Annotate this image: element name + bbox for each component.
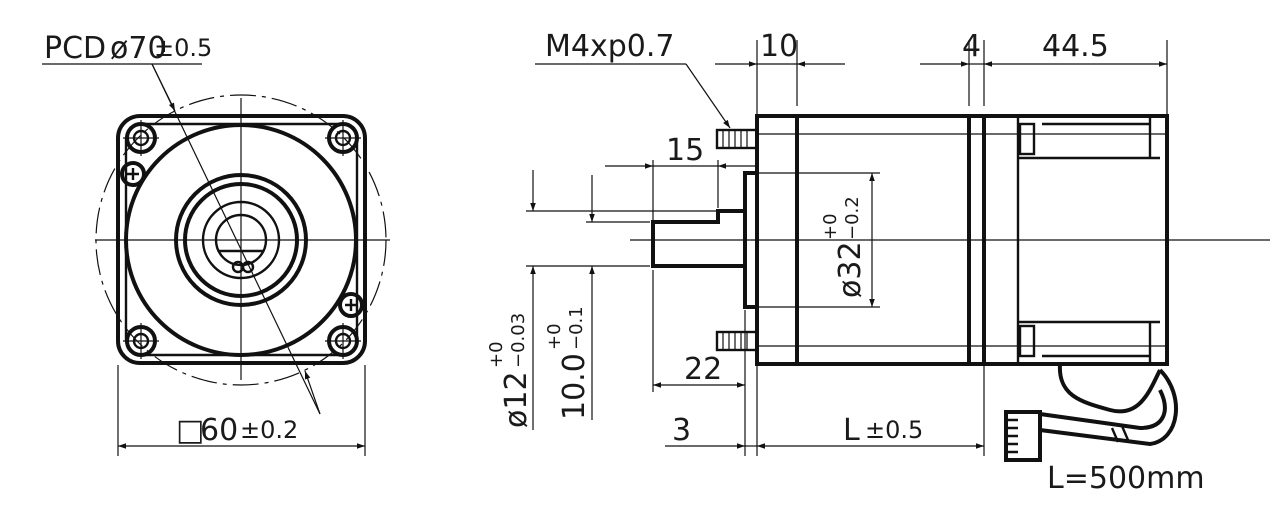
- mounting-hole-bottom-left: [123, 323, 159, 359]
- front-shaft-circle: [214, 213, 268, 267]
- pcd-circle: [95, 94, 387, 386]
- cable-length-label: L=500mm: [1047, 461, 1205, 496]
- pilot-diameter-group: ø32 +0 −0.2: [820, 196, 868, 298]
- m4-screw-top: [715, 128, 759, 150]
- front-boss-outer: [174, 173, 308, 307]
- side-view: [526, 40, 1270, 462]
- cable-clip: [1110, 425, 1130, 443]
- front-square-body: [116, 114, 367, 365]
- dim-3-label: 3: [672, 413, 691, 448]
- pcd-tolerance-label: ±0.5: [154, 34, 212, 62]
- cable-harness: [1039, 368, 1178, 447]
- dim-22-label: 22: [684, 352, 722, 387]
- dim-44-5-label: 44.5: [1042, 29, 1109, 64]
- motor-shaft: [651, 209, 745, 268]
- mounting-hole-top-right: [325, 120, 361, 156]
- pcd-arrow-top: [151, 63, 176, 112]
- pilot-tol-upper: +0: [820, 213, 841, 240]
- pilot-diameter-label: ø32: [833, 241, 868, 298]
- thread-leader-arrow: [685, 63, 731, 129]
- mounting-hole-top-left: [123, 120, 159, 156]
- cable-outer: [1057, 363, 1162, 414]
- dim-4-label: 4: [962, 29, 981, 64]
- phillips-screw-icon-left: [120, 161, 146, 187]
- flat-dim-group: 10.0 +0 −0.1: [544, 306, 592, 420]
- square-symbol-label: □: [176, 413, 204, 448]
- shaft-tol-lower: −0.03: [508, 313, 529, 368]
- pcd-diameter-line: [151, 63, 321, 415]
- front-view: [42, 63, 390, 456]
- pilot-tol-lower: −0.2: [842, 196, 863, 240]
- length-label: L: [843, 413, 860, 448]
- pcd-prefix-label: PCD: [44, 31, 106, 66]
- connector-pins: [1006, 418, 1018, 454]
- shaft-tol-upper: +0: [486, 341, 507, 368]
- phillips-screw-icon-right: [338, 292, 364, 318]
- pcd-arrow-bottom: [304, 370, 321, 415]
- dim-15-label: 15: [666, 133, 704, 168]
- front-bearing-ring: [201, 200, 281, 280]
- flat-tol-lower: −0.1: [566, 306, 587, 350]
- length-tolerance-label: ±0.5: [865, 416, 923, 444]
- pcd-diameter-label: ø70: [110, 31, 167, 66]
- front-flange-circle: [124, 123, 358, 357]
- square-value-label: 60: [200, 413, 238, 448]
- front-boss-inner: [183, 182, 299, 298]
- mounting-hole-bottom-right: [325, 323, 361, 359]
- flat-tol-upper: +0: [544, 323, 565, 350]
- m4-screw-bottom: [715, 330, 759, 352]
- shaft-diameter-label: ø12: [499, 371, 534, 428]
- flat-dim-label: 10.0: [557, 353, 592, 420]
- shaft-diameter-group: ø12 +0 −0.03: [486, 313, 534, 428]
- cable-harness-inner: [1039, 389, 1167, 431]
- shaft-screw-icon-2: [241, 260, 255, 274]
- square-tolerance-label: ±0.2: [240, 416, 298, 444]
- rear-cap-slot-bottom: [1018, 324, 1036, 358]
- rear-cap-slot-top: [1018, 122, 1036, 156]
- dim-10-label: 10: [760, 29, 798, 64]
- thread-label: M4xp0.7: [545, 29, 674, 64]
